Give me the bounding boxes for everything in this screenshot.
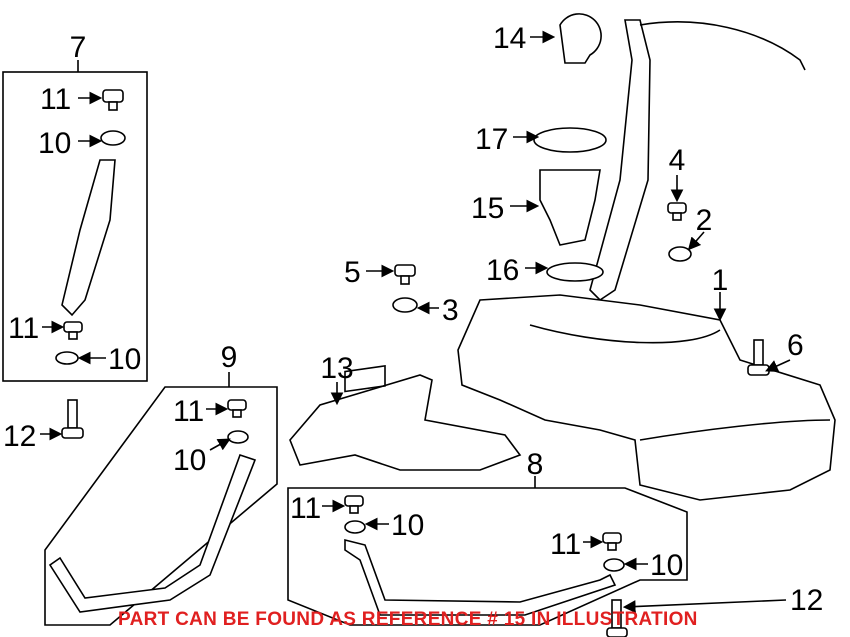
lock-ring-17-icon [533, 127, 607, 153]
nut-icon [667, 202, 687, 221]
vent-hose-icon [639, 21, 806, 71]
callout-11: 11 [173, 395, 204, 428]
bolt-icon [606, 599, 628, 637]
washer-icon [668, 246, 692, 262]
callout-10: 10 [108, 343, 141, 376]
leader-arrows [40, 30, 791, 613]
callout-14: 14 [493, 22, 526, 55]
washer-icon [392, 297, 418, 313]
washer-icon [603, 558, 625, 572]
bolt-icon [747, 339, 770, 376]
nut-icon [394, 264, 416, 285]
callout-10: 10 [173, 444, 206, 477]
callout-6: 6 [787, 329, 804, 362]
callout-10: 10 [650, 549, 683, 582]
callout-12: 12 [790, 584, 823, 617]
callout-4: 4 [669, 144, 686, 177]
nut-icon [602, 532, 622, 551]
callout-2: 2 [696, 204, 713, 237]
callout-15: 15 [471, 192, 504, 225]
box-9-frame [44, 386, 278, 626]
nut-icon [102, 89, 124, 111]
heat-shield-13-icon [289, 374, 522, 471]
callout-17: 17 [475, 123, 508, 156]
box-7-frame [2, 71, 148, 382]
fuel-cap-14-icon [559, 13, 602, 64]
callout-13: 13 [320, 352, 353, 385]
callout-11: 11 [550, 528, 581, 561]
box-8-frame [287, 487, 688, 626]
callout-3: 3 [442, 294, 459, 327]
callout-11: 11 [8, 312, 39, 345]
callout-11: 11 [290, 492, 321, 525]
callout-11: 11 [40, 83, 71, 116]
reference-note: PART CAN BE FOUND AS REFERENCE # 15 IN I… [118, 609, 698, 630]
callout-16: 16 [486, 254, 519, 287]
nut-icon [344, 495, 364, 514]
nut-icon [63, 321, 83, 340]
callout-1: 1 [712, 264, 729, 297]
bolt-icon [61, 399, 84, 439]
washer-icon [100, 130, 126, 146]
callout-12: 12 [3, 420, 36, 453]
strap-8-icon [344, 538, 617, 616]
callout-5: 5 [344, 256, 361, 289]
strap-9-icon [48, 453, 257, 613]
callout-9: 9 [221, 341, 238, 374]
seal-16-icon [546, 262, 604, 282]
callout-7: 7 [70, 31, 87, 64]
fuel-tank-1-icon [457, 294, 836, 501]
washer-icon [227, 430, 249, 444]
callout-10: 10 [391, 509, 424, 542]
filler-neck-icon [589, 19, 651, 302]
nut-icon [227, 399, 247, 418]
fuel-pump-15-icon [539, 169, 601, 246]
strap-7-icon [61, 159, 116, 317]
washer-icon [344, 520, 366, 534]
callout-10: 10 [38, 127, 71, 160]
washer-icon [55, 351, 79, 365]
callout-8: 8 [527, 448, 544, 481]
